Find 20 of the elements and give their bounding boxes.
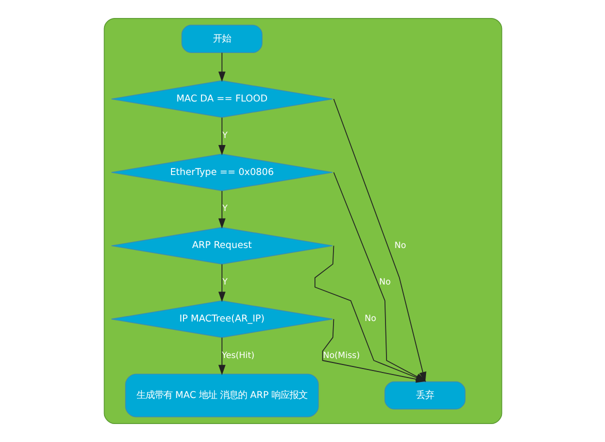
edge-label: No(Miss) — [322, 350, 360, 361]
arrow — [218, 264, 226, 302]
edge-label: No — [364, 314, 376, 324]
node-diamond: IP MACTree(AR_IP) — [110, 300, 332, 338]
arrow — [218, 190, 226, 229]
edge-label: No — [378, 278, 390, 288]
node-box: 丢弃 — [384, 381, 465, 410]
arrow — [218, 52, 226, 82]
edge-label: Y — [222, 130, 228, 141]
arrow — [218, 337, 226, 376]
edge-label: No — [394, 240, 406, 251]
node-box: 开始 — [180, 24, 262, 53]
node-diamond: ARP Request — [110, 226, 332, 265]
node-diamond: EtherType == 0x0806 — [110, 154, 332, 192]
node-box: 生成带有 MAC 地址 消息的 ARP 响应报文 — [124, 374, 318, 418]
edge-label: Y — [222, 278, 228, 288]
edge-label: Y — [222, 204, 228, 214]
node-diamond: MAC DA == FLOOD — [110, 80, 332, 118]
arrow — [218, 117, 226, 156]
cluster — [103, 18, 502, 424]
